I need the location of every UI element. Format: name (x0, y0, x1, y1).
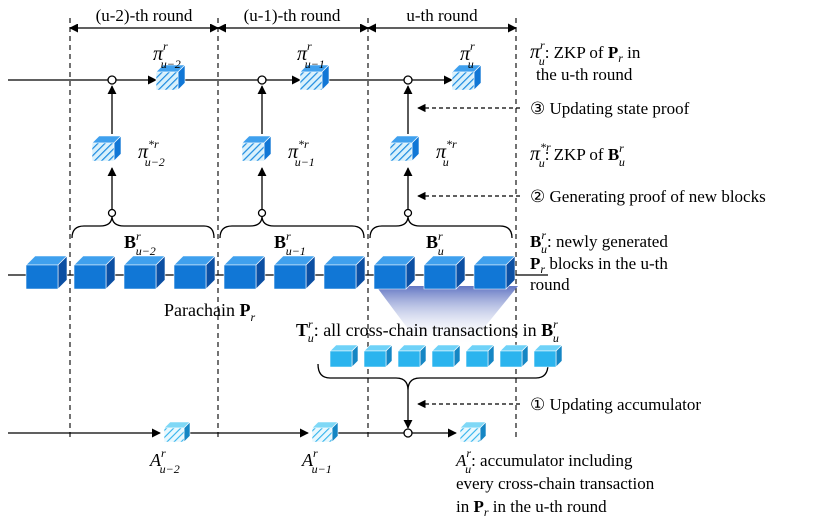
brace (369, 215, 513, 239)
merge-node (107, 75, 117, 85)
round-headers: (u-2)-th round (u-1)-th round u-th round (69, 6, 517, 33)
merge-node (403, 428, 413, 438)
legend-updating-accumulator: ① Updating accumulator (530, 395, 701, 414)
brace (71, 215, 215, 239)
parachain-block (323, 255, 366, 290)
block-group-braces (71, 215, 513, 239)
legend-generating-proof: ② Generating proof of new blocks (530, 187, 766, 206)
legend-accumulator-line2: every cross-chain transaction (456, 474, 655, 493)
transaction-extraction-fan (376, 286, 518, 345)
accumulator-cube (459, 421, 487, 443)
merge-node (403, 75, 413, 85)
transaction-cube (533, 344, 563, 368)
parachain-block (423, 255, 466, 290)
state-proof-cube (155, 64, 186, 91)
block-proof-cube (241, 135, 272, 162)
parachain-block (123, 255, 166, 290)
parachain-label: Parachain Pr (164, 300, 255, 324)
legend-accumulator-line3: in Pr in the u-th round (456, 497, 607, 520)
transaction-cube (329, 344, 359, 368)
block-proof-cube (91, 135, 122, 162)
parachain-block (273, 255, 316, 290)
transaction-cube (397, 344, 427, 368)
accumulator-cube (311, 421, 339, 443)
merge-node (257, 75, 267, 85)
transaction-cube (499, 344, 529, 368)
state-proof-chain (8, 75, 453, 85)
parachain-block (173, 255, 216, 290)
accumulator-chain (8, 428, 457, 438)
cube-layer (25, 64, 563, 443)
brace (219, 215, 365, 239)
parachain-block (73, 255, 116, 290)
accumulator-cube (163, 421, 191, 443)
parachain-block (25, 255, 68, 290)
transaction-cube (465, 344, 495, 368)
parachain-block (223, 255, 266, 290)
round-separators (69, 18, 517, 440)
legend-zkp-state-line2: the u-th round (536, 65, 633, 84)
round-label: u-th round (406, 6, 478, 25)
legend-new-blocks-line2: Pr blocks in the u-th (530, 254, 668, 277)
transaction-cube (431, 344, 461, 368)
state-proof-cube (299, 64, 330, 91)
legend-new-blocks-line3: round (530, 275, 570, 294)
annotation-arrows (417, 103, 520, 409)
legend-updating-state-proof: ③ Updating state proof (530, 99, 690, 118)
proof-vertical-flows (107, 85, 413, 210)
parachain-block (373, 255, 416, 290)
round-label: (u-2)-th round (96, 6, 193, 25)
round-label: (u-1)-th round (244, 6, 341, 25)
parachain-block (473, 255, 516, 290)
brace-nodes (107, 208, 413, 218)
block-proof-cube (389, 135, 420, 162)
transaction-brace (317, 363, 549, 391)
state-proof-cube (451, 64, 482, 91)
transaction-cube (363, 344, 393, 368)
